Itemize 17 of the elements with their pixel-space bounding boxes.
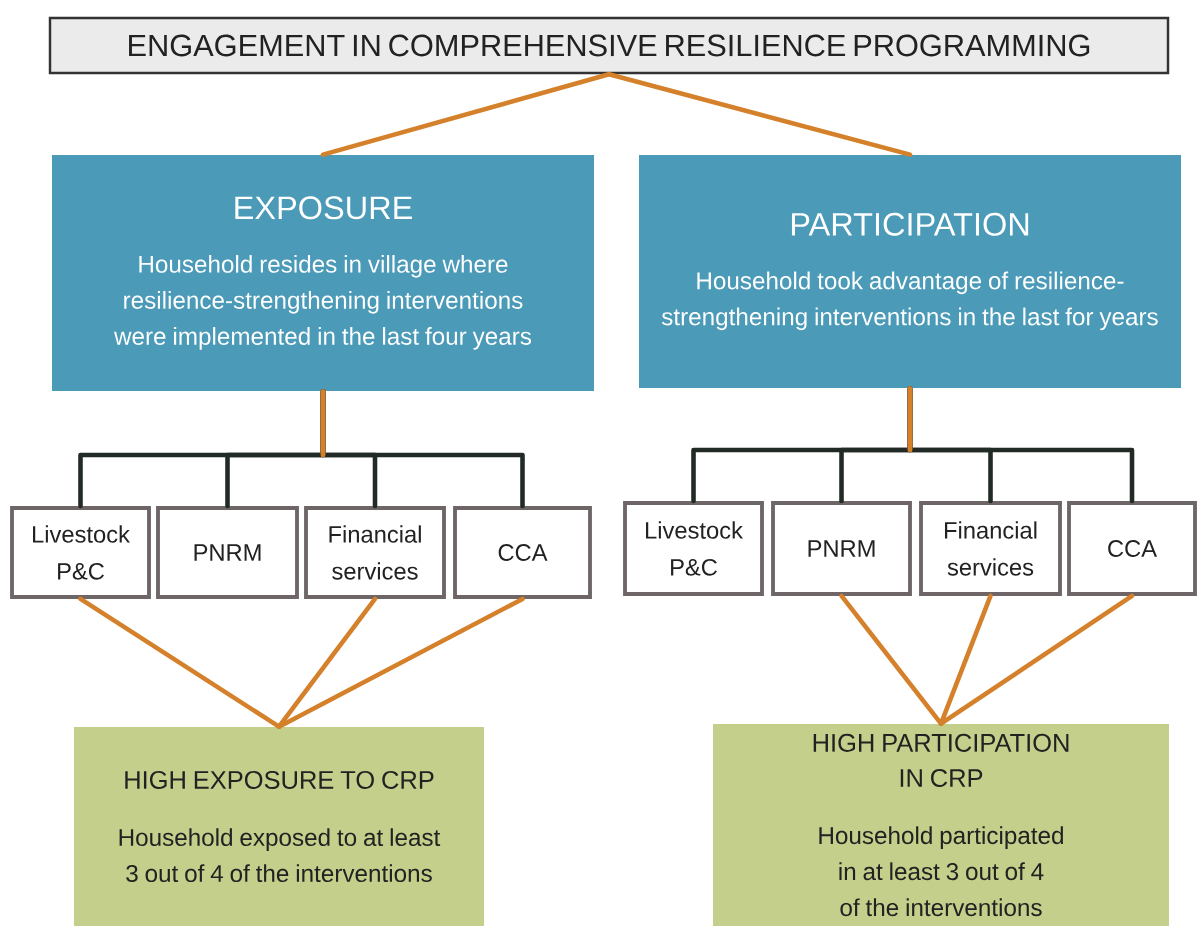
intervention-box: Livestock P&C — [623, 501, 764, 596]
title-box: ENGAGEMENT IN COMPREHENSIVE RESILIENCE PROGRAMMING — [48, 16, 1170, 75]
category-box: EXPOSURE Household resides in village where resilience-strengthening interventions were implemented in the last four years — [52, 155, 594, 391]
outcome-box: HIGH EXPOSURE TO CRP Household exposed to at least 3 out of 4 of the interventions — [74, 727, 484, 926]
intervention-box: Financial services — [304, 506, 446, 599]
outcome-box: HIGH PARTICIPATION IN CRP Household participated in at least 3 out of 4 of the interventions — [713, 724, 1169, 926]
category-box: PARTICIPATION Household took advantage of resilience-strengthening interventions in the last for years — [639, 155, 1181, 388]
intervention-box: PNRM — [156, 506, 299, 599]
connector-line — [938, 593, 1135, 726]
intervention-box: PNRM — [771, 501, 912, 596]
intervention-box: Financial services — [919, 501, 1062, 596]
connector-line — [606, 71, 913, 157]
connector-line — [320, 71, 612, 157]
intervention-box: CCA — [1067, 501, 1197, 596]
connector-line — [276, 596, 525, 729]
intervention-box: CCA — [453, 506, 592, 599]
intervention-box: Livestock P&C — [10, 506, 151, 599]
